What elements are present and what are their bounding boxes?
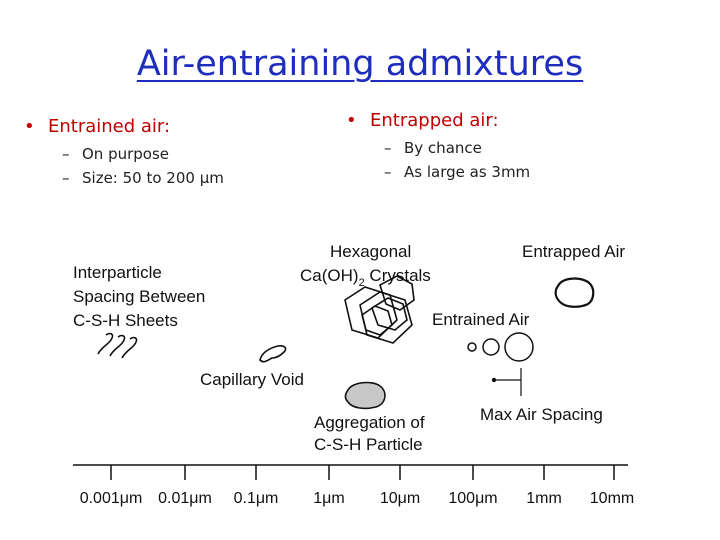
scale-tick-label: 10μm bbox=[380, 490, 420, 507]
aggregation-label-line: C-S-H Particle bbox=[314, 435, 423, 454]
csh-aggregation-icon bbox=[344, 381, 386, 410]
max-air-spacing-marker bbox=[491, 368, 522, 396]
entrained-air-label: Entrained Air bbox=[432, 310, 530, 329]
scale-tick-label: 0.001μm bbox=[80, 490, 143, 507]
capillary-void-label: Capillary Void bbox=[200, 370, 304, 389]
entrained-air-heading: Entrained air: bbox=[18, 116, 224, 137]
entrapped-air-item: By chance bbox=[340, 139, 530, 157]
scale-tick-label: 100μm bbox=[448, 490, 497, 507]
entrained-air-bubbles-icon bbox=[467, 332, 534, 362]
entrapped-air-column: Entrapped air: By chance As large as 3mm bbox=[340, 110, 530, 181]
scale-tick-label: 10mm bbox=[590, 490, 634, 507]
scale-tick-label: 1mm bbox=[526, 490, 562, 507]
interparticle-label-line: Interparticle bbox=[73, 263, 162, 282]
hexagonal-formula-label: Ca(OH)2 Crystals bbox=[300, 266, 431, 289]
hexagonal-label: Hexagonal bbox=[330, 242, 411, 261]
scale-tick-label: 0.1μm bbox=[234, 490, 279, 507]
aggregation-label-line: Aggregation of bbox=[314, 413, 425, 432]
scale-tick-label: 0.01μm bbox=[158, 490, 212, 507]
entrained-air-item: Size: 50 to 200 μm bbox=[18, 169, 224, 187]
entrapped-air-label: Entrapped Air bbox=[522, 242, 625, 261]
interparticle-label-line: Spacing Between bbox=[73, 287, 205, 306]
entrapped-air-item: As large as 3mm bbox=[340, 163, 530, 181]
scale-ticks bbox=[110, 465, 615, 480]
max-air-spacing-label: Max Air Spacing bbox=[480, 405, 603, 424]
entrapped-air-bubble-icon bbox=[554, 277, 595, 308]
entrained-air-item: On purpose bbox=[18, 145, 224, 163]
entrapped-air-heading: Entrapped air: bbox=[340, 110, 530, 131]
capillary-void-icon bbox=[259, 345, 287, 363]
csh-sheets-icon bbox=[97, 332, 138, 359]
page-title: Air-entraining admixtures bbox=[136, 44, 584, 84]
interparticle-label-line: C-S-H Sheets bbox=[73, 311, 178, 330]
hexagonal-crystals-icon bbox=[344, 275, 415, 344]
entrained-air-column: Entrained air: On purpose Size: 50 to 20… bbox=[18, 116, 224, 187]
scale-tick-label: 1μm bbox=[313, 490, 344, 507]
